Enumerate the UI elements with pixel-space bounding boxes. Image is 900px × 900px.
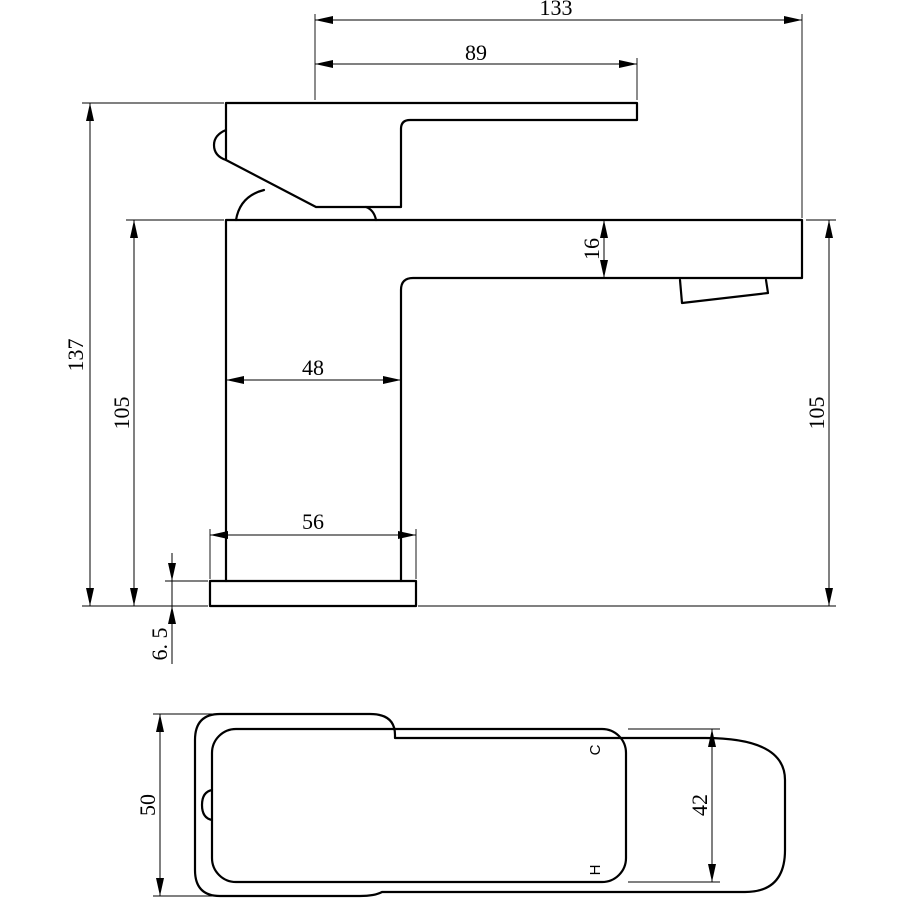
dim-label-body-height-left: 105 [109, 397, 134, 430]
dim-label-body-width: 48 [302, 355, 324, 380]
aerator [678, 278, 770, 305]
dim-label-base-thickness: 6. 5 [147, 628, 172, 661]
dim-label-overall-height: 137 [63, 339, 88, 372]
dimension-lever-length: 89 [315, 40, 638, 100]
dimension-base-width: 56 [209, 509, 417, 579]
top-handle-plate [210, 727, 628, 884]
base-plate [208, 579, 418, 608]
top-view: C H [193, 712, 787, 898]
dimension-overall-length: 133 [314, 0, 803, 218]
cartridge-dome [234, 188, 378, 222]
dimension-body-width: 48 [226, 355, 401, 384]
dimension-top-handle-width: 42 [628, 728, 720, 883]
dimension-top-depth: 50 [135, 713, 218, 897]
dim-label-base-width: 56 [302, 509, 324, 534]
dim-label-spout-thickness: 16 [579, 238, 604, 260]
tap-body [224, 218, 804, 583]
dim-label-top-depth: 50 [135, 794, 160, 816]
dim-label-top-handle-width: 42 [687, 794, 712, 816]
lever-handle [224, 101, 639, 209]
dim-label-overall-length: 133 [540, 0, 573, 20]
hot-marking: H [587, 865, 604, 876]
top-outline-outer [193, 712, 787, 898]
dimension-spout-thickness: 16 [579, 220, 608, 278]
dimension-base-thickness: 6. 5 [147, 553, 208, 664]
side-view [208, 101, 804, 608]
dim-label-body-height-right: 105 [804, 397, 829, 430]
dimension-body-height-left: 105 [109, 219, 224, 606]
top-handle-button [200, 788, 214, 822]
cold-marking: C [587, 744, 604, 755]
dimension-overall-height: 137 [63, 102, 224, 607]
dimension-body-height-right: 105 [418, 219, 836, 607]
dim-label-lever-length: 89 [465, 40, 487, 65]
lever-cap [212, 128, 228, 162]
